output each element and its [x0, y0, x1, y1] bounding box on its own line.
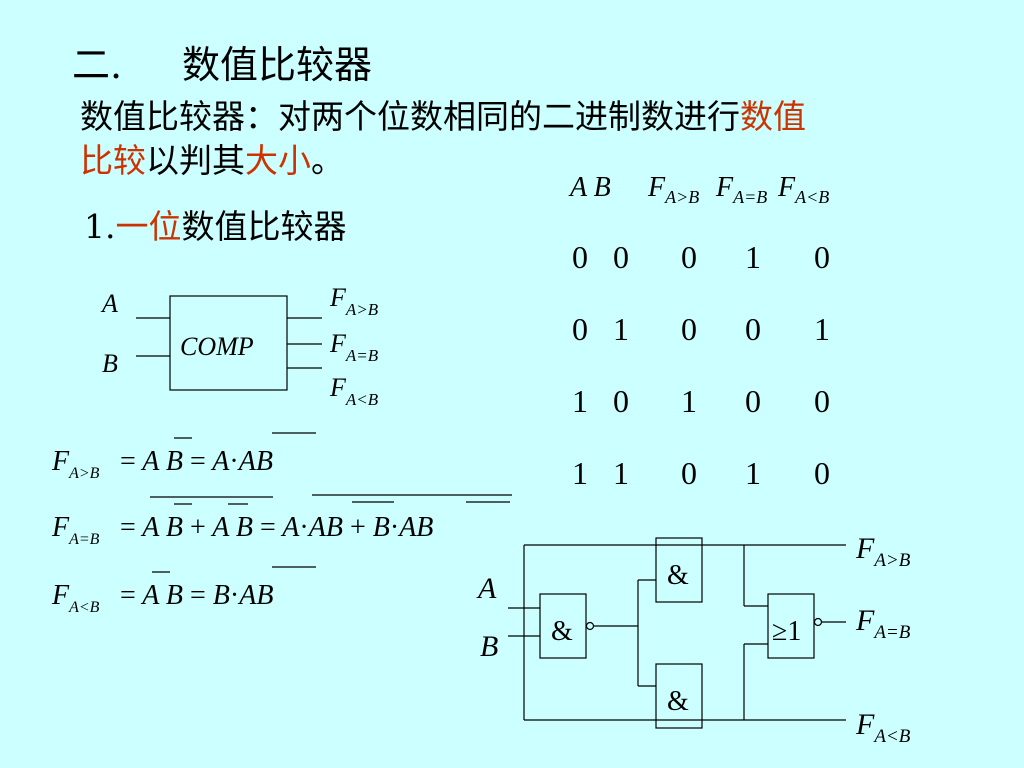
truth-table-header-eq: FA=B: [715, 172, 767, 207]
definition-highlight-1: 数值: [740, 97, 806, 136]
equation-gt-rhs: = A B = A·AB: [120, 446, 273, 477]
equations: FA>B = A B = A·AB FA=B = A B + A B = A·A…: [51, 432, 512, 616]
truth-table-cell: 1: [745, 239, 761, 275]
section-highlight: 一位: [115, 207, 182, 246]
page-title: 二. 数值比较器: [72, 34, 372, 89]
truth-table-cell: 1: [572, 455, 588, 491]
gate-and-2-box: [655, 537, 703, 603]
comp-output-eq: FA=B: [329, 329, 379, 365]
equation-lt-rhs: = A B = B·AB: [120, 580, 273, 611]
definition-highlight-2: 比较: [80, 141, 146, 180]
truth-table-cell: 0: [613, 383, 629, 419]
truth-table-cell: 1: [613, 455, 629, 491]
gate-nor-box: [767, 593, 815, 659]
gate-and-1-bubble: [585, 621, 595, 631]
equation-eq: FA=B = A B + A B = A·AB + B·AB: [51, 494, 512, 548]
truth-table-header-ab: A B: [568, 172, 611, 203]
circuit-output-lt: FA<B: [855, 708, 911, 747]
equation-gt: FA>B = A B = A·AB: [51, 432, 316, 482]
equation-gt-lhs: FA>B: [51, 446, 100, 482]
section-text: 数值比较器: [181, 207, 347, 246]
definition-part1: 数值比较器：对两个位数相同的二进制数进行: [80, 97, 740, 136]
definition-part3: 。: [311, 141, 344, 180]
circuit-input-b: B: [480, 630, 498, 663]
truth-table-cell: 0: [745, 383, 761, 419]
truth-table-cell: 0: [814, 239, 830, 275]
gate-and-3-box: [655, 663, 703, 729]
truth-table-cell: 1: [681, 383, 697, 419]
gate-circuit: [508, 537, 846, 729]
truth-table-cell: 0: [814, 383, 830, 419]
definition-highlight-3: 大小: [245, 141, 311, 180]
truth-table-header-gt: FA>B: [647, 172, 699, 207]
truth-table-cell: 1: [814, 311, 830, 347]
gate-nor-bubble: [813, 617, 823, 627]
truth-table-cell: 1: [572, 383, 588, 419]
comp-input-b: B: [102, 349, 118, 378]
truth-table-cell: 1: [745, 455, 761, 491]
truth-table-cell: 0: [681, 239, 697, 275]
gate-and-1-label: &: [551, 616, 573, 647]
comp-label: COMP: [180, 332, 254, 361]
truth-table-cell: 0: [572, 311, 588, 347]
truth-table-cell: 1: [613, 311, 629, 347]
definition-part2: 以判其: [146, 141, 245, 180]
comp-input-a: A: [100, 289, 118, 318]
circuit-input-a: A: [476, 572, 497, 605]
title-text: 数值比较器: [182, 43, 373, 87]
circuit-output-eq: FA=B: [855, 604, 911, 643]
comp-output-lt: FA<B: [329, 373, 379, 409]
truth-table-cell: 0: [681, 455, 697, 491]
comp-output-gt: FA>B: [329, 283, 379, 319]
equation-eq-lhs: FA=B: [51, 512, 100, 548]
gate-and-3-label: &: [667, 686, 689, 717]
gate-and-2-label: &: [667, 560, 689, 591]
truth-table-cell: 0: [681, 311, 697, 347]
truth-table-cell: 0: [572, 239, 588, 275]
section-number: 1.: [84, 207, 116, 246]
truth-table-header-lt: FA<B: [777, 172, 829, 207]
comp-box: [169, 295, 288, 391]
title-number: 二.: [72, 43, 123, 87]
definition-line-1: 数值比较器：对两个位数相同的二进制数进行数值: [80, 90, 806, 138]
definition-line-2: 比较以判其大小。: [80, 134, 344, 182]
truth-table-cell: 0: [745, 311, 761, 347]
equation-lt: FA<B = A B = B·AB: [51, 566, 316, 616]
equation-eq-rhs: = A B + A B = A·AB + B·AB: [120, 512, 433, 543]
section-heading: 1.一位数值比较器: [84, 200, 347, 248]
equation-lt-lhs: FA<B: [51, 580, 100, 616]
truth-table-cell: 0: [613, 239, 629, 275]
truth-table-cell: 0: [814, 455, 830, 491]
circuit-output-gt: FA>B: [855, 532, 911, 571]
gate-nor-label: ≥1: [772, 616, 801, 647]
comp-block: [136, 295, 322, 391]
